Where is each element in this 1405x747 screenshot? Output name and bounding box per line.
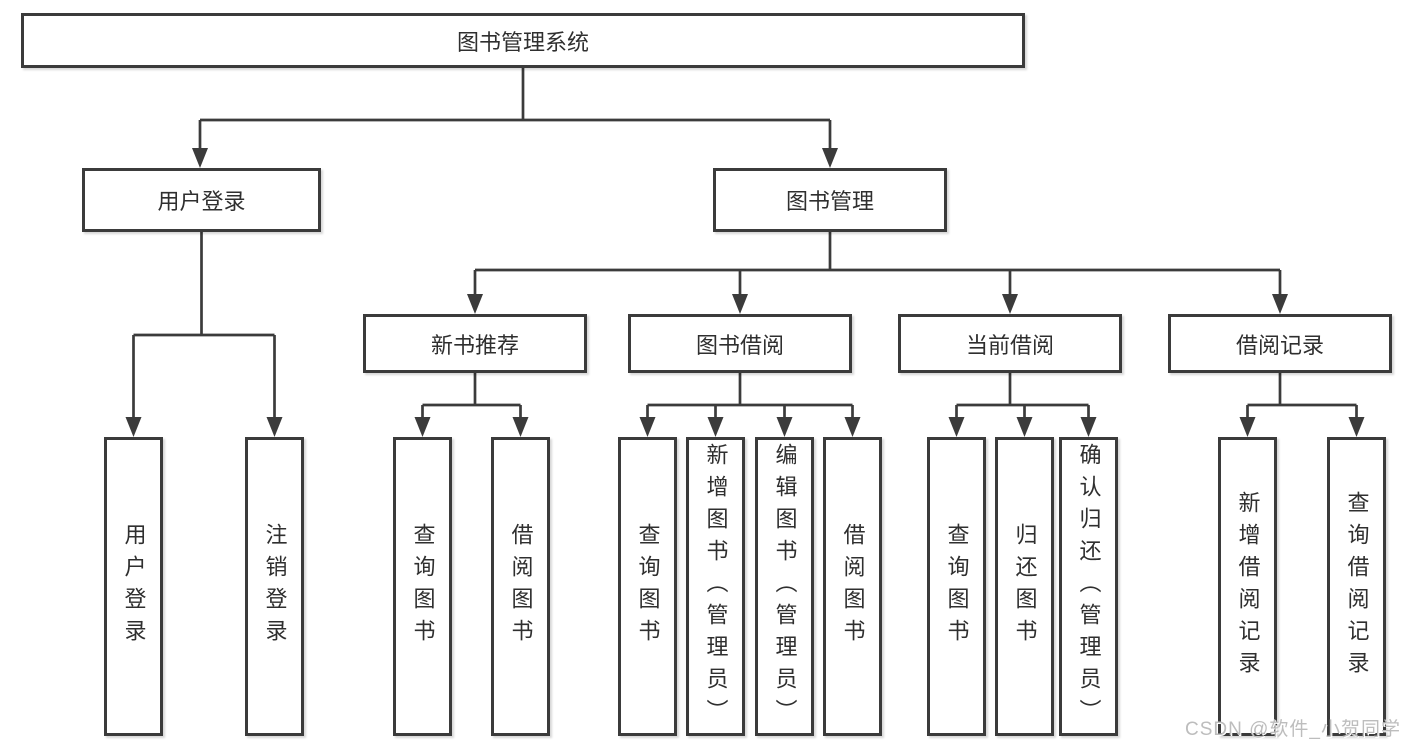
watermark: CSDN @软件_小贺同学	[1185, 719, 1401, 740]
connector-book-borrow	[646, 373, 854, 421]
connector-new-book-recommend	[421, 373, 522, 421]
connector-book-management	[473, 232, 1282, 298]
node-leaf-borrow-borrow-books: 借阅图书	[823, 437, 882, 736]
node-user-login-label: 用户登录	[157, 189, 246, 214]
node-book-borrow-label: 图书借阅	[695, 332, 784, 358]
node-leaf-recommend-borrow-books-label: 借阅图书	[508, 522, 534, 651]
node-current-borrow-label: 当前借阅	[965, 332, 1054, 358]
node-leaf-borrow-edit-books: 编辑图书（管理员）	[755, 437, 814, 736]
node-user-login: 用户登录	[82, 168, 321, 232]
node-leaf-user-login: 用户登录	[104, 437, 163, 736]
node-leaf-recommend-borrow-books: 借阅图书	[491, 437, 550, 736]
node-leaf-records-query-record: 查询借阅记录	[1327, 437, 1386, 736]
node-leaf-current-return-books-label: 归还图书	[1012, 522, 1038, 651]
node-leaf-borrow-add-books: 新增图书（管理员）	[686, 437, 745, 736]
node-leaf-borrow-add-books-label: 新增图书（管理员）	[703, 442, 729, 731]
connector-user-login	[132, 232, 276, 421]
connector-current-borrow	[955, 373, 1090, 421]
node-leaf-logout: 注销登录	[245, 437, 304, 736]
node-leaf-borrow-edit-books-label: 编辑图书（管理员）	[772, 442, 798, 731]
node-leaf-borrow-borrow-books-label: 借阅图书	[840, 522, 866, 651]
node-leaf-borrow-query-books-label: 查询图书	[635, 522, 661, 651]
node-leaf-logout-label: 注销登录	[262, 522, 288, 651]
node-leaf-current-confirm-return: 确认归还（管理员）	[1059, 437, 1118, 736]
node-leaf-current-query-books: 查询图书	[927, 437, 986, 736]
node-new-book-recommend: 新书推荐	[363, 314, 587, 373]
connector-borrow-records	[1246, 373, 1358, 421]
node-new-book-recommend-label: 新书推荐	[430, 332, 519, 358]
node-leaf-current-confirm-return-label: 确认归还（管理员）	[1076, 442, 1102, 731]
node-leaf-user-login-label: 用户登录	[121, 522, 147, 651]
node-borrow-records-label: 借阅记录	[1235, 332, 1324, 358]
node-leaf-current-query-books-label: 查询图书	[944, 522, 970, 651]
connector-root	[198, 68, 832, 152]
node-root: 图书管理系统	[21, 13, 1025, 68]
node-current-borrow: 当前借阅	[898, 314, 1122, 373]
node-leaf-recommend-query-books: 查询图书	[393, 437, 452, 736]
node-leaf-current-return-books: 归还图书	[995, 437, 1054, 736]
node-leaf-records-add-record: 新增借阅记录	[1218, 437, 1277, 736]
node-root-label: 图书管理系统	[456, 29, 589, 55]
node-book-management: 图书管理	[713, 168, 947, 232]
node-leaf-recommend-query-books-label: 查询图书	[410, 522, 436, 651]
node-leaf-records-add-record-label: 新增借阅记录	[1235, 490, 1261, 683]
node-leaf-records-query-record-label: 查询借阅记录	[1344, 490, 1370, 683]
node-book-management-label: 图书管理	[785, 189, 874, 214]
node-borrow-records: 借阅记录	[1168, 314, 1392, 373]
node-book-borrow: 图书借阅	[628, 314, 852, 373]
node-leaf-borrow-query-books: 查询图书	[618, 437, 677, 736]
